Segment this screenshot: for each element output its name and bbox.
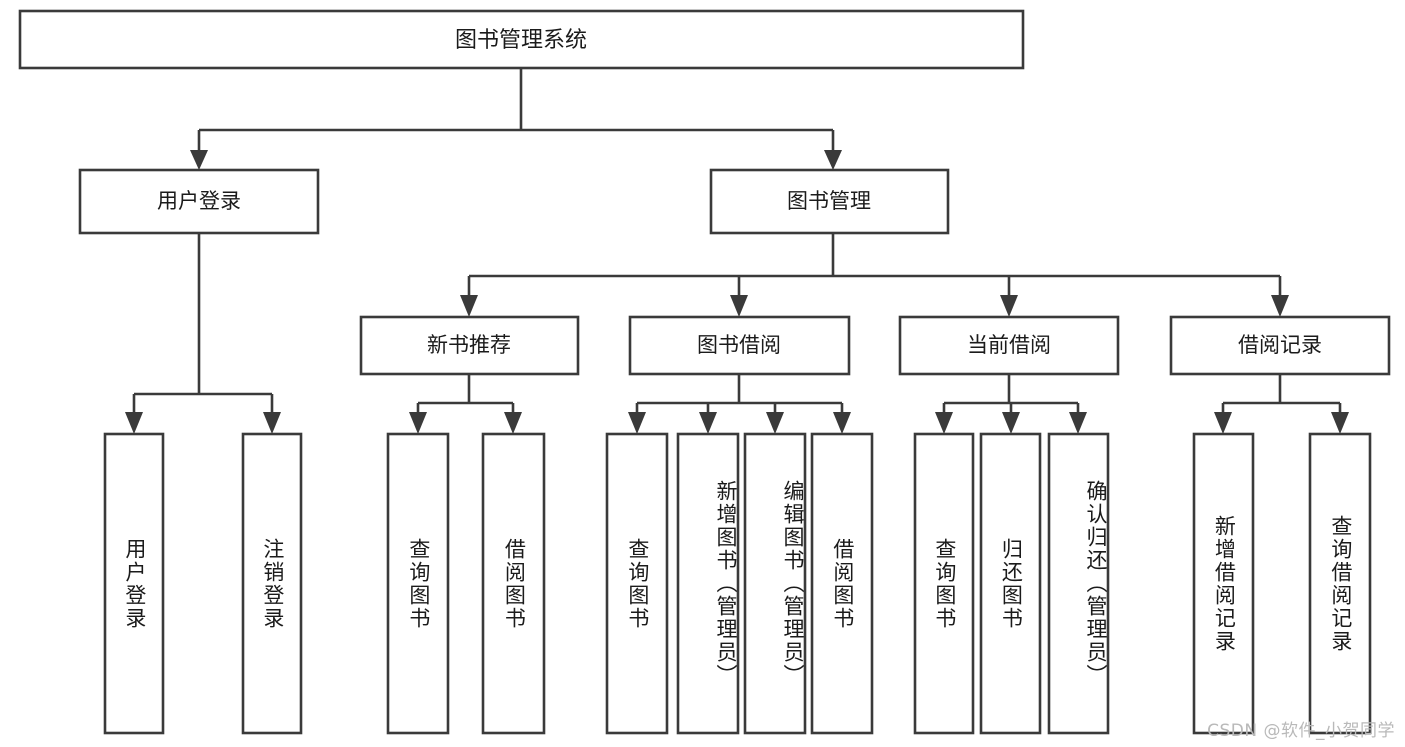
node-root-box[interactable] — [18, 9, 1025, 70]
node-book-management-box[interactable] — [709, 168, 950, 235]
arrow-head-new-book-recommend — [460, 295, 478, 317]
node-borrow-record[interactable]: 借阅记录 — [1169, 315, 1391, 376]
node-user-login[interactable]: 用户登录 — [78, 168, 320, 235]
connector-group-current-borrow-to-leaves — [935, 374, 1087, 434]
arrow-head-to-book-management — [824, 150, 842, 170]
connector-group-book-borrow-to-leaves — [628, 374, 851, 434]
leaf-box-add-book[interactable] — [676, 432, 740, 735]
leaf-box-edit-book[interactable] — [743, 432, 807, 735]
arrow-head-leaf-edit-book — [766, 412, 784, 434]
arrow-head-borrow-record — [1271, 295, 1289, 317]
node-current-borrow-box[interactable] — [898, 315, 1120, 376]
connector-user-login-split — [132, 233, 274, 414]
arrow-head-book-borrow — [730, 295, 748, 317]
node-book-borrow-label: 图书借阅 — [697, 333, 781, 357]
connector-group-book-management-to-level3 — [460, 233, 1289, 317]
arrow-head-leaf-borrow-book-1 — [504, 412, 522, 434]
node-book-management-label: 图书管理 — [787, 189, 871, 213]
node-borrow-record-label: 借阅记录 — [1238, 333, 1322, 357]
arrow-head-leaf-add-book — [699, 412, 717, 434]
leaf-box-query-book-2[interactable] — [605, 432, 669, 735]
connector-new-book-recommend-split — [416, 374, 515, 414]
connector-borrow-record-split — [1221, 374, 1342, 414]
connector-group-user-login-to-leaves — [125, 233, 281, 434]
arrow-head-to-user-login — [190, 150, 208, 170]
arrow-head-leaf-confirm-return — [1069, 412, 1087, 434]
node-root[interactable]: 图书管理系统 — [18, 9, 1025, 70]
leaf-boxes-group — [103, 432, 1372, 735]
arrow-head-leaf-user-login — [125, 412, 143, 434]
connector-current-borrow-split — [942, 374, 1080, 414]
arrow-head-leaf-return-book — [1002, 412, 1020, 434]
node-borrow-record-box[interactable] — [1169, 315, 1391, 376]
connector-group-new-book-recommend-to-leaves — [409, 374, 522, 434]
connector-book-management-split — [467, 233, 1282, 297]
leaf-box-add-record[interactable] — [1192, 432, 1255, 735]
node-user-login-box[interactable] — [78, 168, 320, 235]
leaf-box-query-book-1[interactable] — [386, 432, 450, 735]
connector-book-borrow-split — [635, 374, 844, 414]
node-book-borrow-box[interactable] — [628, 315, 851, 376]
arrow-head-leaf-query-book-2 — [628, 412, 646, 434]
leaf-box-return-book[interactable] — [979, 432, 1042, 735]
arrow-head-leaf-query-record — [1331, 412, 1349, 434]
node-user-login-label: 用户登录 — [157, 189, 241, 213]
leaf-box-logout[interactable] — [241, 432, 303, 735]
node-new-book-recommend-label: 新书推荐 — [427, 333, 511, 357]
watermark-text: CSDN @软件_小贺同学 — [1207, 721, 1395, 741]
leaf-box-confirm-return[interactable] — [1047, 432, 1110, 735]
connector-group-borrow-record-to-leaves — [1214, 374, 1349, 434]
node-book-management[interactable]: 图书管理 — [709, 168, 950, 235]
arrow-head-leaf-add-record — [1214, 412, 1232, 434]
node-new-book-recommend-box[interactable] — [359, 315, 580, 376]
leaf-box-query-book-3[interactable] — [913, 432, 975, 735]
connector-group-root-to-level2 — [190, 68, 842, 170]
node-book-borrow[interactable]: 图书借阅 — [628, 315, 851, 376]
leaf-box-borrow-book-1[interactable] — [481, 432, 546, 735]
arrow-head-current-borrow — [1000, 295, 1018, 317]
arrow-head-leaf-query-book-1 — [409, 412, 427, 434]
node-current-borrow-label: 当前借阅 — [967, 333, 1051, 357]
node-new-book-recommend[interactable]: 新书推荐 — [359, 315, 580, 376]
arrow-head-leaf-query-book-3 — [935, 412, 953, 434]
leaf-box-query-record[interactable] — [1308, 432, 1372, 735]
node-root-label: 图书管理系统 — [455, 28, 587, 53]
node-current-borrow[interactable]: 当前借阅 — [898, 315, 1120, 376]
arrow-head-leaf-borrow-book-2 — [833, 412, 851, 434]
leaf-box-borrow-book-2[interactable] — [810, 432, 874, 735]
leaf-box-user-login[interactable] — [103, 432, 165, 735]
connector-root-split — [197, 68, 835, 152]
arrow-head-leaf-logout — [263, 412, 281, 434]
